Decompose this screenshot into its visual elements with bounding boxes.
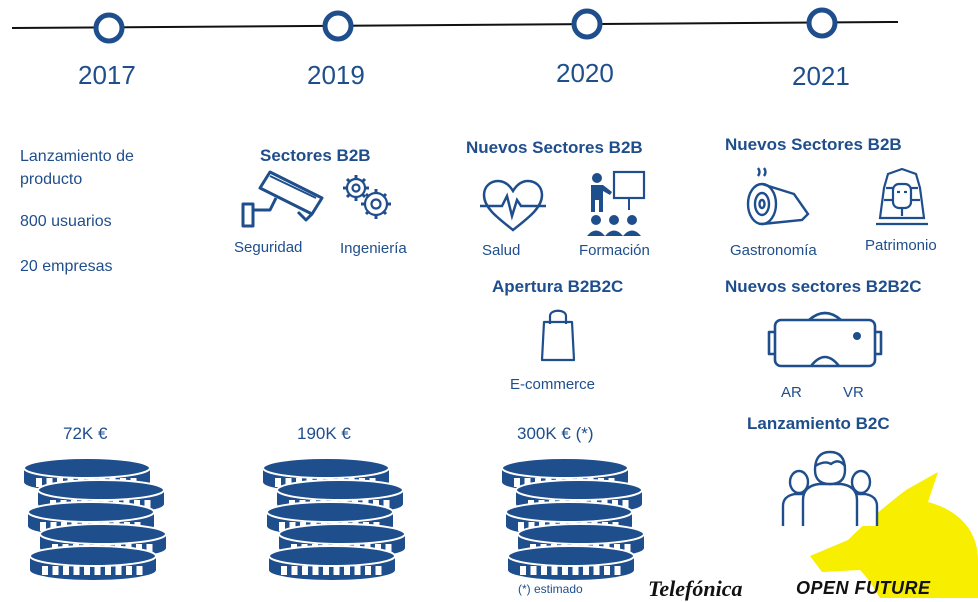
amount-2017: 72K € <box>63 424 108 443</box>
people-group-icon <box>781 450 879 526</box>
year-2017: 2017 <box>78 60 136 90</box>
vr-headset-icon <box>767 311 883 368</box>
fact-users: 800 usuarios <box>20 213 112 230</box>
coins-stack-2017-icon <box>23 457 167 580</box>
heart-pulse-icon <box>480 179 546 232</box>
timeline-line <box>11 21 899 29</box>
coins-stack-2019-icon <box>262 457 406 580</box>
year-2019: 2019 <box>307 60 365 90</box>
sector-vr: VR <box>843 384 864 401</box>
heading2-2020: Apertura B2B2C <box>492 277 624 296</box>
sector-gastronomia: Gastronomía <box>730 242 817 259</box>
timeline-node-2019 <box>322 10 354 42</box>
sector-salud: Salud <box>482 242 521 259</box>
heading-2019: Sectores B2B <box>260 146 371 165</box>
coin-layer <box>29 545 157 580</box>
sector-formacion: Formación <box>579 242 650 259</box>
estimated-note: (*) estimado <box>518 582 583 596</box>
timeline-node-2020 <box>571 8 603 40</box>
brand-open-future: OPEN FUTURE <box>796 578 931 598</box>
sector-seguridad: Seguridad <box>234 239 303 256</box>
heading2-2021: Nuevos sectores B2B2C <box>725 277 922 296</box>
heading3-2021: Lanzamiento B2C <box>747 414 890 433</box>
sector-ar: AR <box>781 384 802 401</box>
brand-telefonica: Telefónica <box>648 576 743 601</box>
heading-2020: Nuevos Sectores B2B <box>466 138 643 157</box>
fact-launch-line1: Lanzamiento de <box>20 148 134 165</box>
coin-layer <box>507 545 635 580</box>
fact-launch-line2: producto <box>20 171 83 188</box>
ham-icon <box>746 167 810 226</box>
timeline-node-2021 <box>806 7 838 39</box>
unicorn-logo-icon <box>810 472 978 598</box>
sector-ingenieria: Ingeniería <box>340 240 407 257</box>
security-camera-icon <box>241 170 324 228</box>
fact-companies: 20 empresas <box>20 258 113 275</box>
year-2021: 2021 <box>792 61 850 91</box>
gears-icon <box>343 175 391 219</box>
amount-2020: 300K € (*) <box>517 424 594 443</box>
sector-patrimonio: Patrimonio <box>865 237 937 254</box>
coin-layer <box>268 545 396 580</box>
coins-stack-2020-icon <box>501 457 645 580</box>
timeline-node-2017 <box>93 12 125 44</box>
heading-2021: Nuevos Sectores B2B <box>725 135 902 154</box>
amount-2019: 190K € <box>297 424 351 443</box>
pharaoh-heritage-icon <box>876 167 928 226</box>
shopping-bag-icon <box>540 309 576 362</box>
sector-ecommerce: E-commerce <box>510 376 596 393</box>
training-presentation-icon <box>587 170 646 236</box>
year-2020: 2020 <box>556 58 614 88</box>
